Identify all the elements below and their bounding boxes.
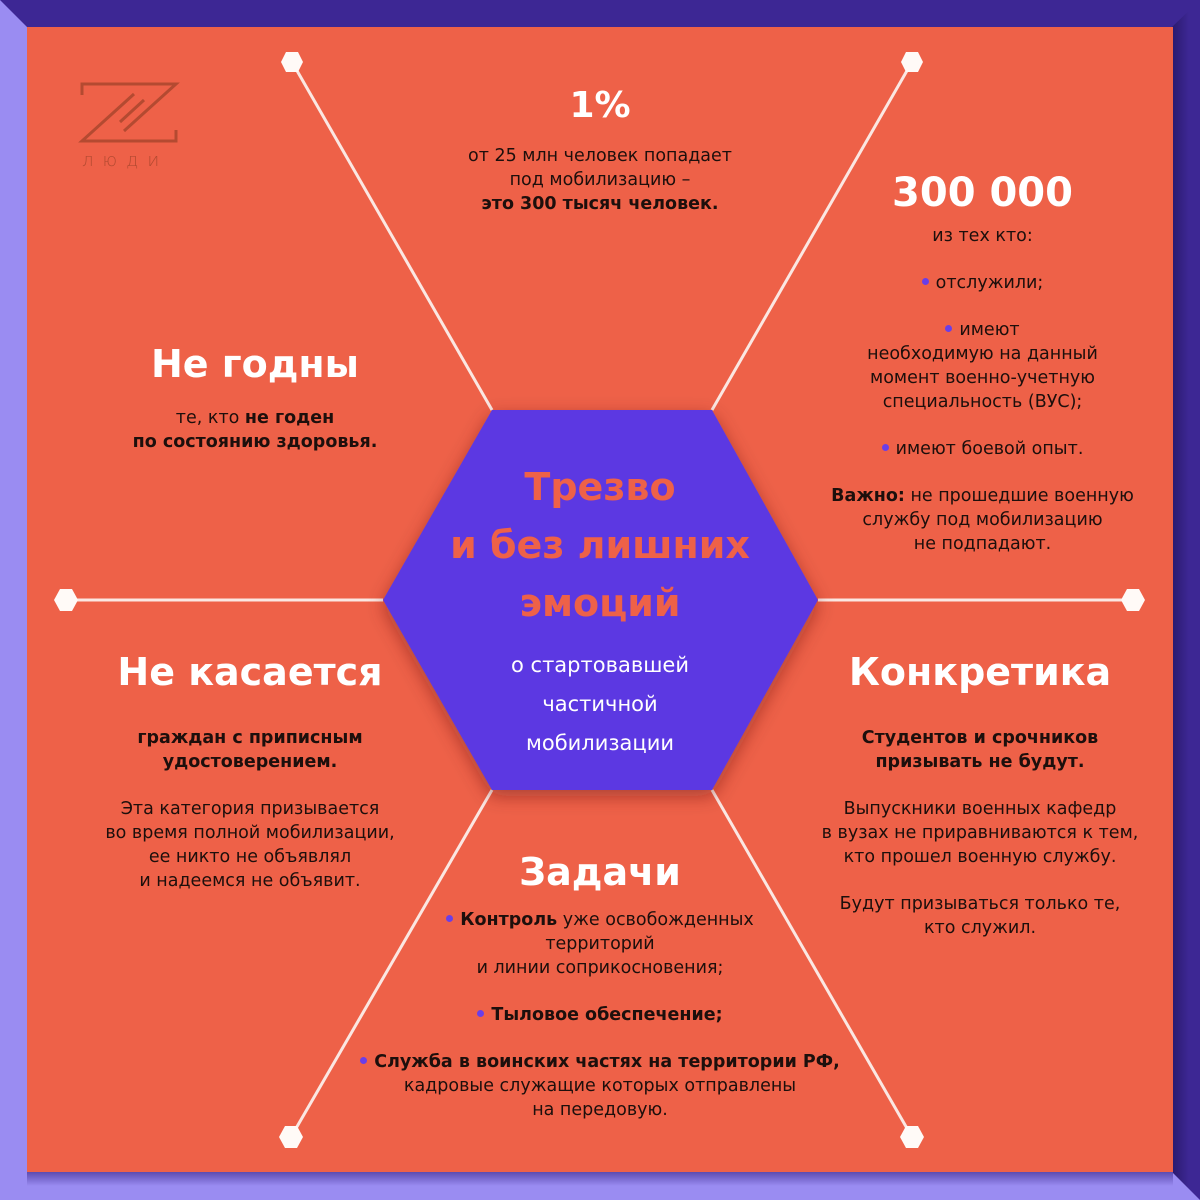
body-line-bold: это 300 тысяч человек. — [481, 194, 719, 214]
center-subtitle-line: частичной — [542, 692, 658, 716]
connector-line-bottom-right — [710, 789, 914, 1138]
section-specifics: Конкретика Студентов и срочников призыва… — [790, 650, 1170, 940]
body-line: не подпадают. — [913, 534, 1052, 554]
bullet-item: Контроль уже освобожденных — [340, 908, 860, 932]
body-line-bold: Студентов и срочников — [861, 728, 1099, 748]
body-line: те, кто не годен — [175, 408, 335, 428]
center-subtitle: о стартовавшей частичной мобилизации — [410, 646, 790, 763]
bullet-dot-icon — [477, 1009, 485, 1017]
z-letter-logo-icon — [78, 82, 180, 143]
frame-right-edge — [1172, 0, 1200, 1200]
bullet-dot-icon — [446, 914, 454, 922]
body-line: под мобилизацию – — [509, 170, 691, 190]
connector-line-top-left — [290, 61, 494, 411]
body-line-bold: по состоянию здоровья. — [132, 432, 378, 452]
body-line-bold: призывать не будут. — [875, 752, 1085, 772]
note-line: Важно: не прошедшие военную — [831, 486, 1134, 506]
center-hexagon-content: Трезво и без лишних эмоций о стартовавше… — [410, 458, 790, 763]
hexagon-node-icon — [54, 589, 78, 611]
body-line: и надеемся не объявит. — [139, 871, 361, 891]
hexagon-node-icon — [279, 1126, 303, 1148]
body-line: кто служил. — [923, 918, 1037, 938]
stat-heading: 1% — [569, 85, 631, 126]
logo-text: люди — [82, 150, 169, 171]
section-heading: Конкретика — [848, 650, 1112, 694]
section-unfit: Не годны те, кто не годен по состоянию з… — [70, 342, 440, 454]
body-line: момент военно-учетную — [870, 368, 1095, 388]
bullet-item: имеют боевой опыт. — [800, 437, 1165, 461]
bullet-item: Тыловое обеспечение; — [340, 1003, 860, 1027]
section-heading: Не годны — [150, 342, 360, 386]
body-line-bold: удостоверением. — [162, 752, 338, 772]
section-heading: Задачи — [519, 850, 681, 894]
body-line: во время полной мобилизации, — [105, 823, 395, 843]
section-one-percent: 1% от 25 млн человек попадает под мобили… — [420, 84, 780, 216]
body-line: и линии соприкосновения; — [476, 958, 724, 978]
center-title-line: и без лишних — [450, 523, 750, 567]
bullet-item: отслужили; — [800, 271, 1165, 295]
center-subtitle-line: о стартовавшей — [511, 653, 689, 677]
body-line: Будут призываться только те, — [839, 894, 1121, 914]
section-heading: Не касается — [117, 650, 383, 694]
body-line: кадровые служащие которых отправлены — [403, 1076, 797, 1096]
body-line: кто прошел военную службу. — [843, 847, 1117, 867]
bullet-dot-icon — [945, 324, 953, 332]
bullet-item: Служба в воинских частях на территории Р… — [340, 1050, 860, 1074]
center-title-line: эмоций — [519, 581, 681, 625]
body-line: службу под мобилизацию — [862, 510, 1103, 530]
connector-line-top-right — [710, 61, 914, 411]
bullet-dot-icon — [881, 443, 889, 451]
hexagon-node-icon — [901, 52, 923, 72]
body-line: специальность (ВУС); — [882, 392, 1083, 412]
bullet-dot-icon — [360, 1056, 368, 1064]
hexagon-node-icon — [900, 1126, 924, 1148]
body-line: ее никто не объявлял — [148, 847, 352, 867]
section-300000: 300 000 из тех кто: отслужили; имеют нео… — [800, 170, 1165, 556]
body-line: территорий — [545, 934, 655, 954]
card-shadow — [27, 1172, 1173, 1186]
intro-line: из тех кто: — [932, 226, 1033, 246]
bullet-dot-icon — [921, 277, 929, 285]
center-title-line: Трезво — [524, 465, 676, 509]
connector-line-bottom-left — [289, 789, 494, 1138]
body-line: в вузах не приравниваются к тем, — [821, 823, 1139, 843]
stat-heading: 300 000 — [892, 170, 1073, 216]
hexagon-node-icon — [1121, 589, 1145, 611]
body-line-bold: граждан с приписным — [137, 728, 363, 748]
body-line: Эта категория призывается — [120, 799, 380, 819]
body-line: Выпускники военных кафедр — [843, 799, 1117, 819]
section-tasks: Задачи Контроль уже освобожденных террит… — [340, 850, 860, 1122]
body-line: необходимую на данный — [867, 344, 1098, 364]
center-hexagon — [383, 410, 818, 790]
center-subtitle-line: мобилизации — [526, 731, 674, 755]
frame-top-edge — [0, 0, 1200, 27]
bullet-item: имеют — [800, 318, 1165, 342]
hexagon-node-icon — [281, 52, 303, 72]
body-line: на передовую. — [532, 1100, 668, 1120]
body-line: от 25 млн человек попадает — [468, 146, 732, 166]
section-not-affected: Не касается граждан с приписным удостове… — [60, 650, 440, 893]
